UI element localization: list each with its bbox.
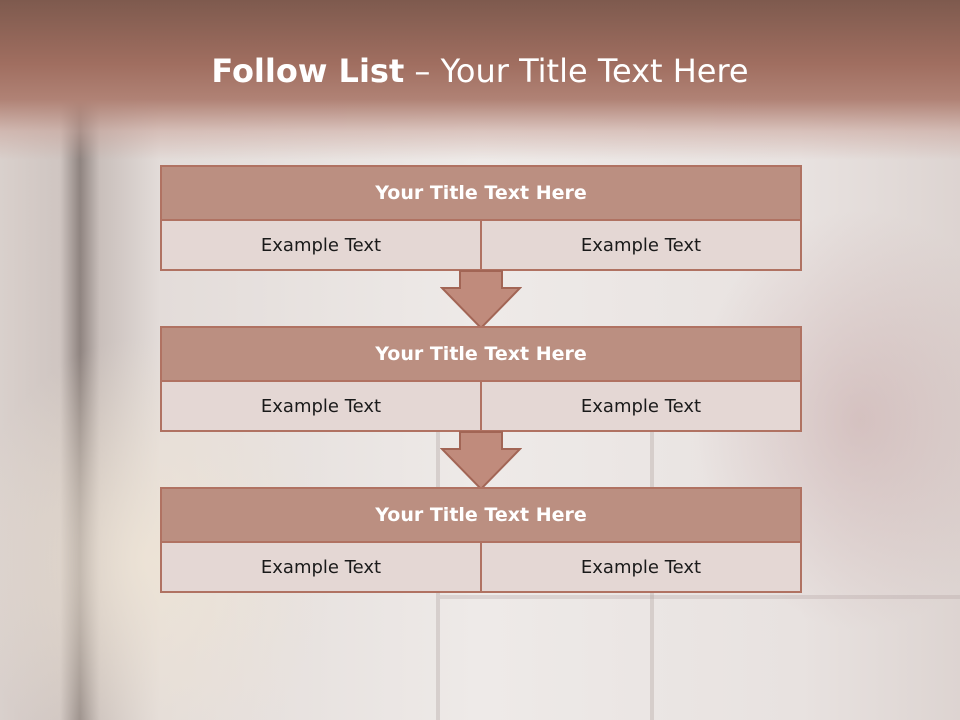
step-block[interactable]: Your Title Text Here Example Text Exampl…	[160, 165, 802, 271]
step-row: Example Text Example Text	[160, 543, 802, 593]
step-title: Your Title Text Here	[160, 326, 802, 382]
slide-title-bold: Follow List	[211, 52, 405, 90]
down-arrow-icon	[440, 270, 522, 330]
slide-title[interactable]: Follow List – Your Title Text Here	[0, 52, 960, 100]
step-block[interactable]: Your Title Text Here Example Text Exampl…	[160, 326, 802, 432]
step-cell-right: Example Text	[482, 543, 802, 593]
step-cell-left: Example Text	[160, 221, 482, 271]
tile-line	[440, 595, 960, 599]
step-cell-left: Example Text	[160, 382, 482, 432]
step-title: Your Title Text Here	[160, 165, 802, 221]
step-row: Example Text Example Text	[160, 382, 802, 432]
step-cell-right: Example Text	[482, 382, 802, 432]
step-cell-right: Example Text	[482, 221, 802, 271]
step-block[interactable]: Your Title Text Here Example Text Exampl…	[160, 487, 802, 593]
step-row: Example Text Example Text	[160, 221, 802, 271]
step-title: Your Title Text Here	[160, 487, 802, 543]
slide-title-rest: – Your Title Text Here	[404, 52, 749, 90]
down-arrow-icon	[440, 431, 522, 491]
step-cell-left: Example Text	[160, 543, 482, 593]
title-band	[0, 0, 960, 160]
